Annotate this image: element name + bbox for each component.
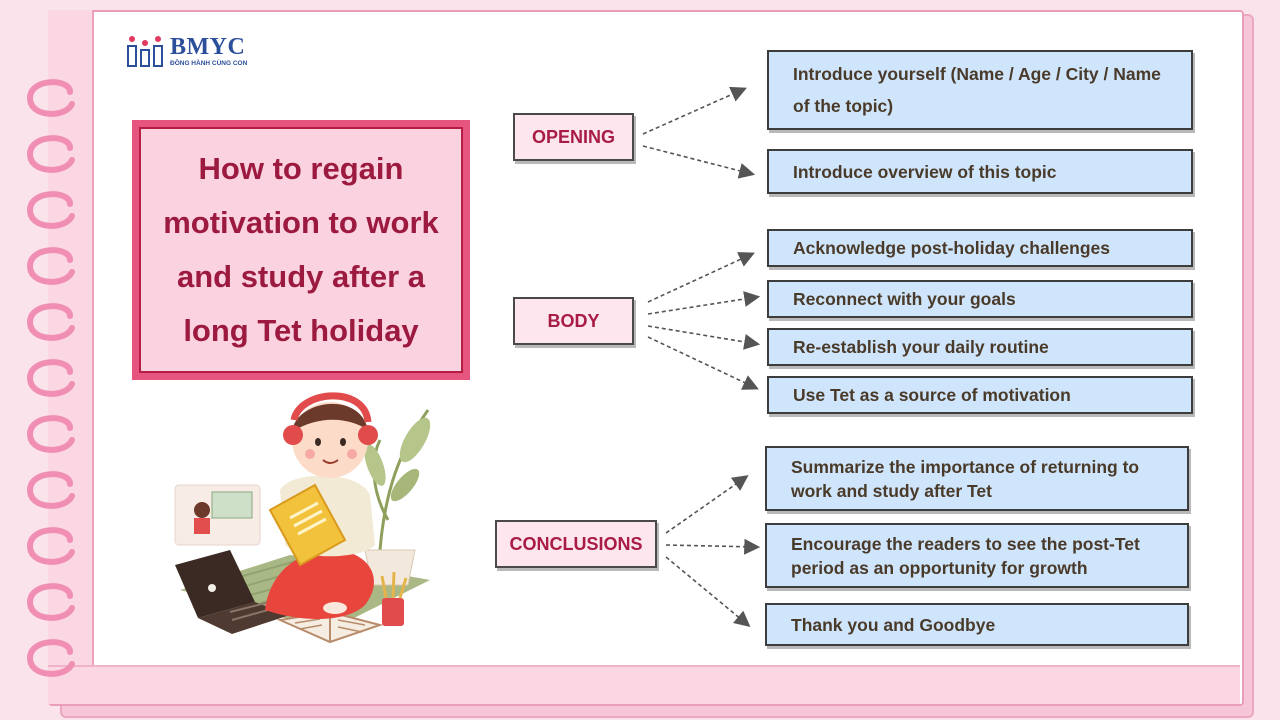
conclusions-item: Summarize the importance of returning to… <box>765 446 1189 511</box>
section-label-opening: OPENING <box>513 113 634 161</box>
opening-item-text: Introduce yourself (Name / Age / City / … <box>793 64 1161 116</box>
opening-item: Introduce yourself (Name / Age / City / … <box>767 50 1193 130</box>
body-item-text: Reconnect with your goals <box>793 289 1016 309</box>
body-item-text: Acknowledge post-holiday challenges <box>793 238 1111 258</box>
section-label-conclusions: CONCLUSIONS <box>495 520 657 568</box>
arrow-conclusions-1 <box>665 475 749 534</box>
title-card-inner: How to regain motivation to work and stu… <box>139 127 463 373</box>
arrow-conclusions-3 <box>665 556 751 628</box>
logo-tagline: ĐỒNG HÀNH CÙNG CON <box>170 60 248 67</box>
conclusions-item-text: Thank you and Goodbye <box>791 614 996 635</box>
video-call-card <box>174 484 261 546</box>
student-illustration <box>174 392 431 644</box>
yellow-book-icon <box>268 483 347 567</box>
arrow-body-1 <box>647 252 755 303</box>
conclusions-item-text: Encourage the readers to see the post-Te… <box>791 533 1140 578</box>
opening-item-text: Introduce overview of this topic <box>793 161 1057 182</box>
section-label-body: BODY <box>513 297 634 345</box>
title-card: How to regain motivation to work and stu… <box>132 120 470 380</box>
arrow-conclusions-2 <box>665 538 761 555</box>
page-title: How to regain motivation to work and stu… <box>163 151 439 348</box>
notebook-bottom-strip <box>48 665 1240 704</box>
opening-item: Introduce overview of this topic <box>767 149 1193 194</box>
arrow-opening-1 <box>642 86 747 135</box>
bmyc-logo: BMYC ĐỒNG HÀNH CÙNG CON <box>125 34 247 75</box>
body-item: Acknowledge post-holiday challenges <box>767 229 1193 267</box>
logo-name: BMYC <box>170 34 246 60</box>
body-item: Reconnect with your goals <box>767 280 1193 318</box>
conclusions-item: Encourage the readers to see the post-Te… <box>765 523 1189 588</box>
arrow-body-2 <box>647 291 761 315</box>
conclusions-item-text: Summarize the importance of returning to… <box>791 456 1140 501</box>
body-item: Re-establish your daily routine <box>767 328 1193 366</box>
pencil-cup-icon <box>380 571 408 626</box>
body-item-text: Use Tet as a source of motivation <box>793 385 1071 405</box>
arrow-body-3 <box>647 325 761 350</box>
family-logo-icon <box>127 36 163 67</box>
body-item-text: Re-establish your daily routine <box>793 337 1049 357</box>
arrow-body-4 <box>647 336 759 390</box>
spiral-rings <box>26 79 75 677</box>
laptop-icon <box>175 550 290 634</box>
conclusions-item: Thank you and Goodbye <box>765 603 1189 646</box>
arrow-opening-2 <box>642 145 756 179</box>
body-item: Use Tet as a source of motivation <box>767 376 1193 414</box>
